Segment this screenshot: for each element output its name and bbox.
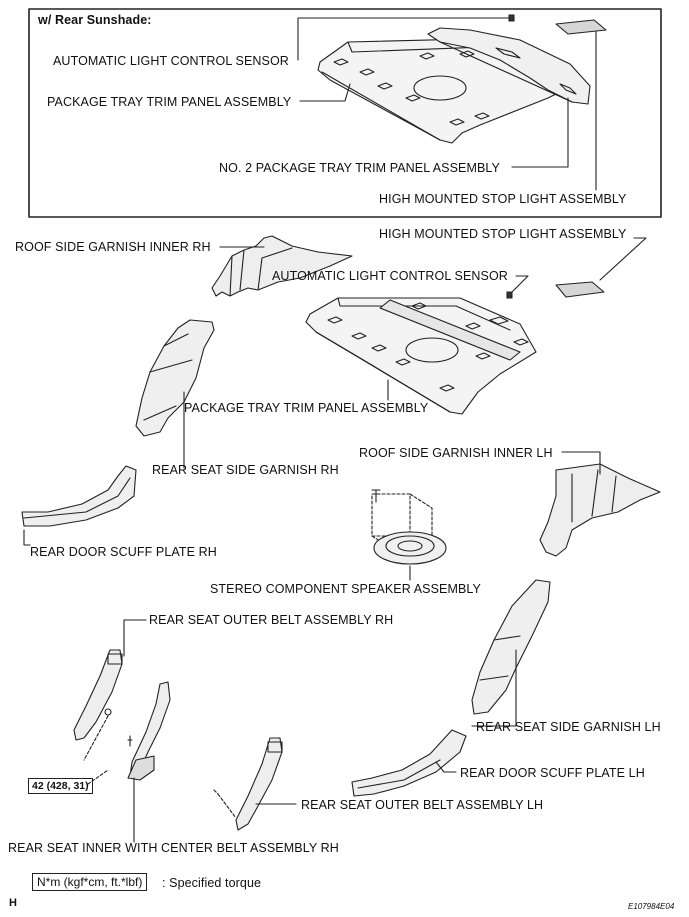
label-roof-side-garnish-rh: ROOF SIDE GARNISH INNER RH <box>15 240 211 254</box>
inset-leader-no2 <box>511 97 569 168</box>
inset-label-auto-light-sensor: AUTOMATIC LIGHT CONTROL SENSOR <box>53 54 289 68</box>
leader-sensor <box>511 275 529 293</box>
section-letter: H <box>9 897 18 909</box>
inset-frame <box>28 8 662 218</box>
label-package-tray: PACKAGE TRAY TRIM PANEL ASSEMBLY <box>184 401 429 415</box>
legend-unit-box: N*m (kgf*cm, ft.*lbf) <box>32 873 148 891</box>
rear-seat-outer-belt-lh <box>213 737 283 831</box>
label-stereo-speaker: STEREO COMPONENT SPEAKER ASSEMBLY <box>210 582 481 596</box>
inset-stop-light <box>555 19 607 35</box>
label-rear-door-scuff-rh: REAR DOOR SCUFF PLATE RH <box>30 545 217 559</box>
leader-torque <box>87 769 109 785</box>
stereo-speaker <box>371 489 447 565</box>
label-rear-seat-outer-belt-rh: REAR SEAT OUTER BELT ASSEMBLY RH <box>149 613 394 627</box>
leader-outer-belt-rh <box>123 619 147 657</box>
roof-side-garnish-rh <box>211 235 353 297</box>
inset-leader-sensor <box>297 17 509 61</box>
label-rear-seat-side-garnish-rh: REAR SEAT SIDE GARNISH RH <box>152 463 339 477</box>
leader-side-garnish-lh <box>471 649 517 727</box>
inset-label-package-tray: PACKAGE TRAY TRIM PANEL ASSEMBLY <box>47 95 292 109</box>
rear-seat-side-garnish-lh <box>471 579 551 715</box>
rear-seat-side-garnish-rh <box>135 319 215 437</box>
label-high-mounted-stop-light: HIGH MOUNTED STOP LIGHT ASSEMBLY <box>379 227 627 241</box>
label-rear-seat-inner-center-belt-rh: REAR SEAT INNER WITH CENTER BELT ASSEMBL… <box>8 841 339 855</box>
roof-side-garnish-lh <box>539 463 661 557</box>
label-auto-light-sensor: AUTOMATIC LIGHT CONTROL SENSOR <box>272 269 508 283</box>
leader-roof-lh <box>561 451 601 475</box>
rear-door-scuff-lh <box>351 729 467 797</box>
label-rear-seat-outer-belt-lh: REAR SEAT OUTER BELT ASSEMBLY LH <box>301 798 544 812</box>
label-roof-side-garnish-lh: ROOF SIDE GARNISH INNER LH <box>359 446 553 460</box>
rear-seat-outer-belt-rh <box>73 649 123 761</box>
torque-value-box: 42 (428, 31) <box>28 778 93 794</box>
inset-heading: w/ Rear Sunshade: <box>38 13 152 27</box>
inset-leader-tray <box>299 83 351 102</box>
inset-label-no2-package-tray: NO. 2 PACKAGE TRAY TRIM PANEL ASSEMBLY <box>219 161 500 175</box>
main-sensor <box>506 291 513 299</box>
legend-description: : Specified torque <box>162 876 262 890</box>
label-rear-door-scuff-lh: REAR DOOR SCUFF PLATE LH <box>460 766 645 780</box>
inset-label-high-mounted-stop-light: HIGH MOUNTED STOP LIGHT ASSEMBLY <box>379 192 627 206</box>
leader-stop-light <box>599 237 647 281</box>
label-rear-seat-side-garnish-lh: REAR SEAT SIDE GARNISH LH <box>476 720 661 734</box>
rear-seat-inner-belt-rh <box>127 681 171 781</box>
inset-sensor <box>508 14 515 22</box>
leader-scuff-lh <box>435 761 457 773</box>
rear-door-scuff-rh <box>21 465 137 527</box>
inset-no2-package-tray <box>427 27 591 105</box>
leader-scuff-rh <box>23 529 31 546</box>
figure-code: E107984E04 <box>628 902 675 911</box>
main-package-tray <box>305 297 537 415</box>
main-stop-light <box>555 281 605 298</box>
